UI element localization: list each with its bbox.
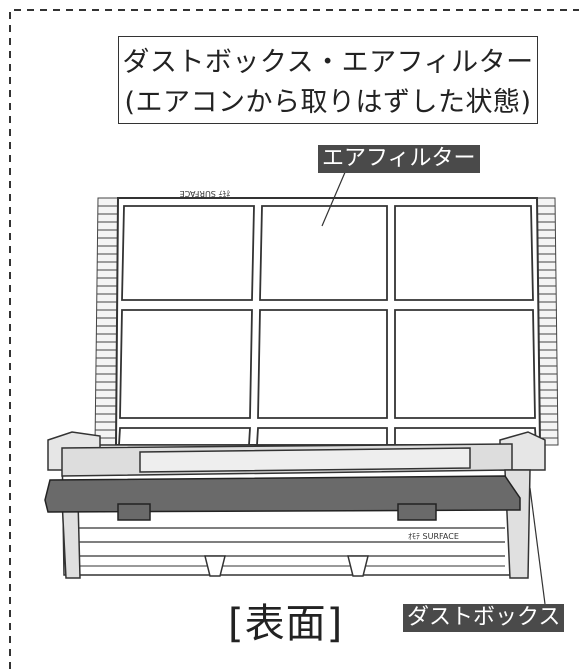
air-filter-label: エアフィルター (318, 145, 480, 173)
air-filter-leader-line (321, 169, 347, 227)
title-line-2: (エアコンから取りはずした状態) (124, 87, 532, 118)
stamp-filter-top: ｵﾓﾃ SURFACE (180, 189, 231, 198)
stamp-box-front: ｵﾓﾃ SURFACE (408, 532, 459, 541)
view-caption: [表面] (228, 601, 344, 647)
title-line-1: ダストボックス・エアフィルター (122, 47, 534, 78)
dust-box-dark-bar (44, 475, 521, 521)
title-box: ダストボックス・エアフィルター (エアコンから取りはずした状態) (118, 36, 538, 124)
filter-right-fins (536, 197, 559, 446)
air-filter-panes (118, 205, 537, 446)
dust-box-label: ダストボックス (403, 604, 565, 632)
dust-box-leader-line (529, 487, 546, 605)
